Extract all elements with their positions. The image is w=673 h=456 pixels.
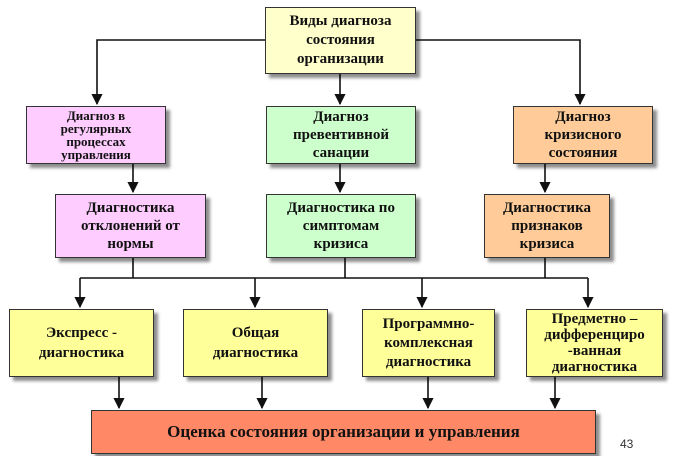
diagnosis-regular-box: Диагноз в регулярных процессах управлени…	[26, 106, 166, 164]
diagnosis-preventive-box: Диагноз превентивной санации	[266, 106, 416, 164]
diagnosis-crisis-box: Диагноз кризисного состояния	[513, 106, 653, 164]
diagnosis-crisis-text: Диагноз кризисного состояния	[544, 109, 622, 161]
connector-top-right	[416, 39, 586, 106]
method-program-text: Программно- комплексная диагностика	[382, 315, 475, 370]
method-general-box: Общая диагностика	[183, 309, 328, 377]
diagnostics-symptoms-box: Диагностика по симптомам кризиса	[266, 194, 416, 258]
connector-top-left	[91, 39, 265, 106]
diagnostics-deviations-box: Диагностика отклонений от нормы	[55, 194, 206, 258]
final-assessment-text: Оценка состояния организации и управлени…	[167, 422, 520, 441]
diagnostics-symptoms-text: Диагностика по симптомам кризиса	[287, 200, 395, 252]
method-program-box: Программно- комплексная диагностика	[362, 309, 495, 377]
page-number: 43	[620, 437, 634, 451]
method-subject-box: Предметно – дифференциро -ванная диагнос…	[526, 309, 663, 377]
method-express-box: Экспресс - диагностика	[9, 309, 154, 377]
diagnostics-deviations-text: Диагностика отклонений от нормы	[81, 200, 180, 252]
final-assessment-box: Оценка состояния организации и управлени…	[91, 410, 596, 454]
diagnostics-signs-text: Диагностика признаков кризиса	[502, 200, 591, 252]
diagnosis-regular-text: Диагноз в регулярных процессах управлени…	[60, 108, 132, 162]
diagnosis-preventive-text: Диагноз превентивной санации	[293, 109, 389, 161]
diagnosis-types-header: Виды диагноза состояния организации	[265, 7, 416, 74]
diagnostics-signs-box: Диагностика признаков кризиса	[484, 194, 610, 258]
method-general-text: Общая диагностика	[212, 325, 299, 361]
method-subject-text: Предметно – дифференциро -ванная диагнос…	[544, 311, 645, 375]
diagnosis-types-header-text: Виды диагноза состояния организации	[289, 13, 392, 67]
method-express-text: Экспресс - диагностика	[38, 325, 125, 361]
